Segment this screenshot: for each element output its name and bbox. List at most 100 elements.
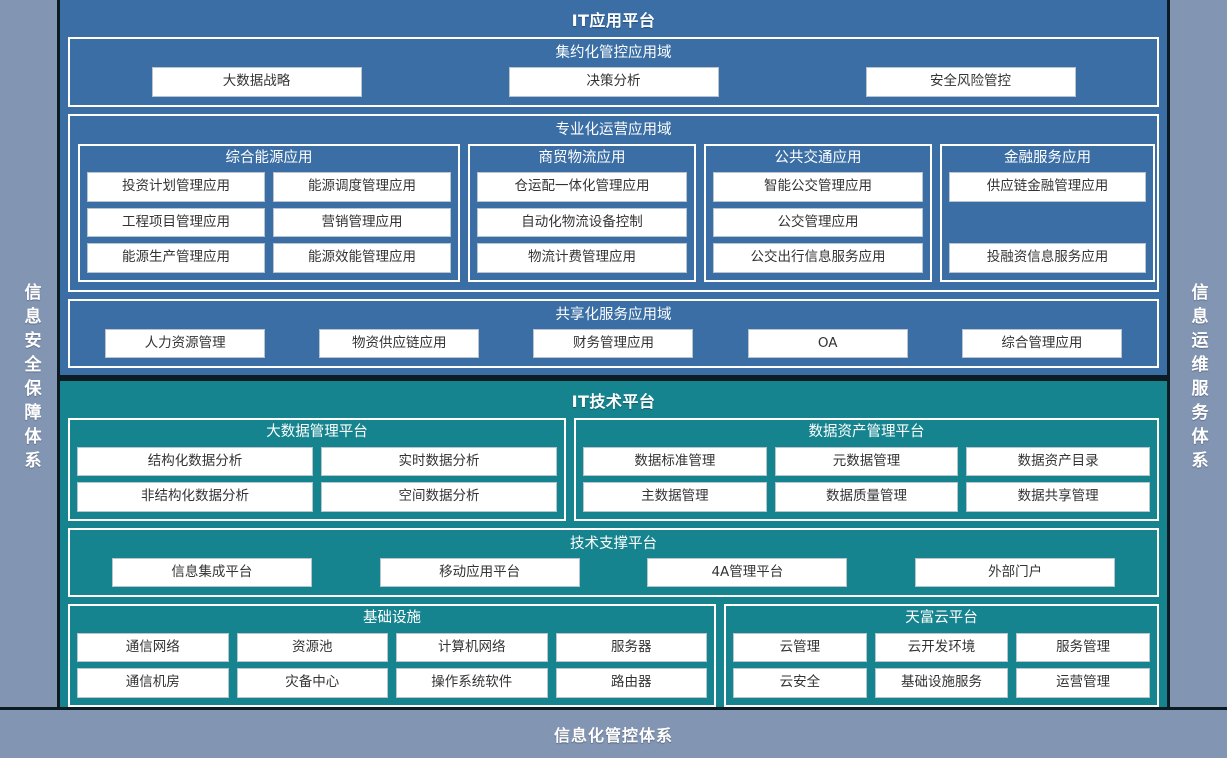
item-material-supply-chain[interactable]: 物资供应链应用 <box>319 328 480 359</box>
group-tianfu-cloud-platform-title: 天富云平台 <box>905 610 978 627</box>
domain-intensive-control-items: 大数据战略 决策分析 安全风险管控 <box>78 67 1149 97</box>
left-divider-rule <box>57 0 60 758</box>
item-bus-management[interactable]: 公交管理应用 <box>713 207 923 238</box>
subgroup-integrated-energy-title: 综合能源应用 <box>225 149 313 166</box>
group-tianfu-cloud-platform[interactable]: 天富云平台 云管理 云开发环境 服务管理 云安全 基础设施服务 运营管理 <box>724 604 1159 707</box>
item-infrastructure-service[interactable]: 基础设施服务 <box>874 668 1009 698</box>
subgroup-integrated-energy[interactable]: 综合能源应用 投资计划管理应用 能源调度管理应用 工程项目管理应用 营销管理应用 <box>78 143 460 282</box>
group-data-asset-management-platform-items: 数据标准管理 元数据管理 数据资产目录 主数据管理 数据质量管理 数据共享管理 <box>583 446 1151 512</box>
group-technical-support-platform-title: 技术支撑平台 <box>570 535 657 552</box>
item-server[interactable]: 服务器 <box>555 632 707 663</box>
domain-shared-services-items: 人力资源管理 物资供应链应用 财务管理应用 OA 综合管理应用 <box>78 328 1149 359</box>
item-communication-room[interactable]: 通信机房 <box>77 668 229 698</box>
item-operation-management[interactable]: 运营管理 <box>1016 668 1151 698</box>
item-integrated-warehouse-transport[interactable]: 仓运配一体化管理应用 <box>477 172 687 202</box>
right-side-band: 信息运维服务体系 <box>1167 0 1227 758</box>
core-stack: IT应用平台 集约化管控应用域 大数据战略 决策分析 安全风险管控 专业化运营应… <box>60 0 1167 758</box>
item-router[interactable]: 路由器 <box>555 668 707 698</box>
group-tianfu-cloud-platform-items: 云管理 云开发环境 服务管理 云安全 基础设施服务 运营管理 <box>733 632 1151 698</box>
item-operating-system-software[interactable]: 操作系统软件 <box>396 668 548 698</box>
item-energy-efficiency-management[interactable]: 能源效能管理应用 <box>273 243 451 273</box>
item-investment-plan-management[interactable]: 投资计划管理应用 <box>87 172 265 202</box>
item-master-data-management[interactable]: 主数据管理 <box>583 482 767 512</box>
left-side-band-label: 信息安全保障体系 <box>20 283 41 475</box>
item-disaster-recovery-center[interactable]: 灾备中心 <box>236 668 388 698</box>
group-data-asset-management-platform-title: 数据资产管理平台 <box>808 424 925 441</box>
domain-shared-services[interactable]: 共享化服务应用域 人力资源管理 物资供应链应用 财务管理应用 OA 综合管理应用 <box>68 298 1159 369</box>
item-data-asset-catalog[interactable]: 数据资产目录 <box>966 446 1151 477</box>
domain-intensive-control[interactable]: 集约化管控应用域 大数据战略 决策分析 安全风险管控 <box>68 37 1159 107</box>
group-infrastructure[interactable]: 基础设施 通信网络 资源池 计算机网络 服务器 通信机房 灾备中心 操作系统软件 <box>68 604 716 707</box>
item-human-resource-management[interactable]: 人力资源管理 <box>105 328 266 359</box>
item-cloud-security[interactable]: 云安全 <box>733 668 867 698</box>
domain-professional-operations-subgroups: 综合能源应用 投资计划管理应用 能源调度管理应用 工程项目管理应用 营销管理应用 <box>78 143 1155 282</box>
it-application-platform-title: IT应用平台 <box>571 11 656 30</box>
domain-shared-services-title: 共享化服务应用域 <box>555 306 672 323</box>
group-infrastructure-items: 通信网络 资源池 计算机网络 服务器 通信机房 灾备中心 操作系统软件 路由器 <box>77 632 707 698</box>
item-computer-network[interactable]: 计算机网络 <box>396 632 548 663</box>
item-unstructured-data-analysis[interactable]: 非结构化数据分析 <box>77 482 313 512</box>
subgroup-integrated-energy-items: 投资计划管理应用 能源调度管理应用 工程项目管理应用 营销管理应用 能源生产管理… <box>87 172 451 273</box>
subgroup-trade-logistics-items: 仓运配一体化管理应用 自动化物流设备控制 物流计费管理应用 <box>477 172 687 273</box>
item-realtime-data-analysis[interactable]: 实时数据分析 <box>321 446 557 477</box>
item-energy-dispatch-management[interactable]: 能源调度管理应用 <box>273 172 451 202</box>
item-external-portal[interactable]: 外部门户 <box>915 557 1116 588</box>
item-automated-logistics-equipment-control[interactable]: 自动化物流设备控制 <box>477 207 687 238</box>
right-side-band-label: 信息运维服务体系 <box>1187 283 1208 475</box>
item-data-quality-management[interactable]: 数据质量管理 <box>774 482 959 512</box>
bottom-bar: 信息化管控体系 <box>0 707 1227 758</box>
tech-row-infrastructure: 基础设施 通信网络 资源池 计算机网络 服务器 通信机房 灾备中心 操作系统软件 <box>68 604 1159 707</box>
item-finance-management[interactable]: 财务管理应用 <box>533 328 694 359</box>
item-logistics-billing-management[interactable]: 物流计费管理应用 <box>477 243 687 273</box>
subgroup-financial-services-items: 供应链金融管理应用 投融资信息服务应用 <box>949 172 1146 273</box>
item-spatial-data-analysis[interactable]: 空间数据分析 <box>321 482 557 512</box>
group-big-data-management-platform[interactable]: 大数据管理平台 结构化数据分析 实时数据分析 非结构化数据分析 空间数据分析 <box>68 418 566 521</box>
item-general-management[interactable]: 综合管理应用 <box>961 328 1122 359</box>
group-technical-support-platform[interactable]: 技术支撑平台 信息集成平台 移动应用平台 4A管理平台 外部门户 <box>68 527 1159 598</box>
right-divider-rule <box>1167 0 1170 758</box>
subgroup-public-transport-title: 公共交通应用 <box>774 149 862 166</box>
item-big-data-strategy[interactable]: 大数据战略 <box>151 67 362 97</box>
item-oa[interactable]: OA <box>747 328 908 359</box>
item-information-integration-platform[interactable]: 信息集成平台 <box>111 557 312 588</box>
item-supply-chain-finance-management[interactable]: 供应链金融管理应用 <box>949 172 1146 202</box>
bottom-bar-label: 信息化管控体系 <box>553 726 673 745</box>
item-cloud-management[interactable]: 云管理 <box>733 632 867 663</box>
subgroup-public-transport[interactable]: 公共交通应用 智能公交管理应用 公交管理应用 公交出行信息服务应用 <box>704 143 932 282</box>
group-data-asset-management-platform[interactable]: 数据资产管理平台 数据标准管理 元数据管理 数据资产目录 主数据管理 数据质量管… <box>574 418 1159 521</box>
subgroup-public-transport-items: 智能公交管理应用 公交管理应用 公交出行信息服务应用 <box>713 172 923 273</box>
domain-professional-operations[interactable]: 专业化运营应用域 综合能源应用 投资计划管理应用 能源调度管理应用 工程项目管理… <box>68 113 1159 292</box>
item-metadata-management[interactable]: 元数据管理 <box>774 446 959 477</box>
item-data-standard-management[interactable]: 数据标准管理 <box>583 446 767 477</box>
item-marketing-management[interactable]: 营销管理应用 <box>273 207 451 238</box>
domain-professional-operations-title: 专业化运营应用域 <box>555 121 672 138</box>
item-data-sharing-management[interactable]: 数据共享管理 <box>966 482 1151 512</box>
item-resource-pool[interactable]: 资源池 <box>236 632 388 663</box>
item-smart-bus-management[interactable]: 智能公交管理应用 <box>713 172 923 202</box>
item-decision-analysis[interactable]: 决策分析 <box>508 67 719 97</box>
item-security-risk-control[interactable]: 安全风险管控 <box>865 67 1076 97</box>
item-investment-financing-information-service[interactable]: 投融资信息服务应用 <box>949 243 1146 273</box>
item-structured-data-analysis[interactable]: 结构化数据分析 <box>77 446 313 477</box>
subgroup-trade-logistics-title: 商贸物流应用 <box>538 149 626 166</box>
it-technology-platform: IT技术平台 大数据管理平台 结构化数据分析 实时数据分析 非结构化数据分析 空… <box>60 378 1167 758</box>
group-big-data-management-platform-title: 大数据管理平台 <box>266 424 368 441</box>
tech-row-data-platforms: 大数据管理平台 结构化数据分析 实时数据分析 非结构化数据分析 空间数据分析 数… <box>68 418 1159 521</box>
domain-intensive-control-title: 集约化管控应用域 <box>555 45 672 61</box>
group-technical-support-platform-items: 信息集成平台 移动应用平台 4A管理平台 外部门户 <box>78 557 1149 588</box>
it-technology-platform-title: IT技术平台 <box>571 392 656 412</box>
left-side-band: 信息安全保障体系 <box>0 0 60 758</box>
item-communication-network[interactable]: 通信网络 <box>77 632 229 663</box>
item-mobile-application-platform[interactable]: 移动应用平台 <box>379 557 580 588</box>
item-cloud-development-environment[interactable]: 云开发环境 <box>874 632 1009 663</box>
item-engineering-project-management[interactable]: 工程项目管理应用 <box>87 207 265 238</box>
subgroup-financial-services-title: 金融服务应用 <box>1004 149 1091 166</box>
subgroup-trade-logistics[interactable]: 商贸物流应用 仓运配一体化管理应用 自动化物流设备控制 物流计费管理应用 <box>468 143 696 282</box>
item-4a-management-platform[interactable]: 4A管理平台 <box>647 557 848 588</box>
subgroup-financial-services[interactable]: 金融服务应用 供应链金融管理应用 投融资信息服务应用 <box>940 143 1155 282</box>
item-bus-travel-information-service[interactable]: 公交出行信息服务应用 <box>713 243 923 273</box>
item-energy-production-management[interactable]: 能源生产管理应用 <box>87 243 265 273</box>
item-service-management[interactable]: 服务管理 <box>1016 632 1151 663</box>
it-application-platform: IT应用平台 集约化管控应用域 大数据战略 决策分析 安全风险管控 专业化运营应… <box>60 0 1167 379</box>
